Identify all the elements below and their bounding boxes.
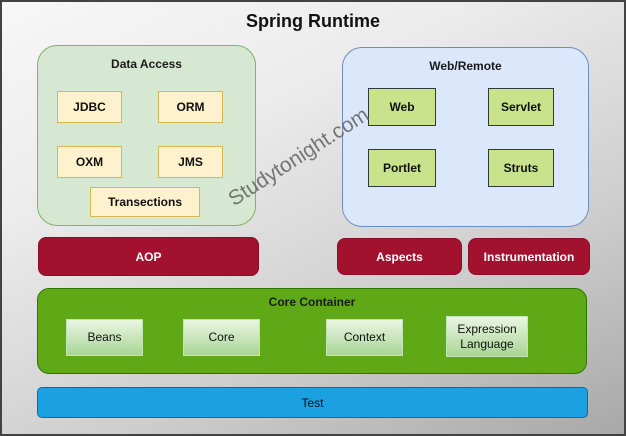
- group-web-remote: Web/Remote Web Servlet Portlet Struts: [342, 47, 589, 227]
- module-aspects: Aspects: [337, 238, 462, 275]
- module-aop: AOP: [38, 237, 259, 276]
- module-orm: ORM: [158, 91, 223, 123]
- module-context: Context: [326, 319, 403, 356]
- module-instrumentation: Instrumentation: [468, 238, 590, 275]
- module-jms: JMS: [158, 146, 223, 178]
- module-web: Web: [368, 88, 436, 126]
- diagram-title: Spring Runtime: [246, 11, 380, 31]
- group-label-core-container: Core Container: [268, 295, 356, 309]
- group-core-container: Core Container Beans Core Context Expres…: [37, 288, 587, 374]
- module-expression-language: Expression Language: [446, 316, 528, 357]
- module-core: Core: [183, 319, 260, 356]
- group-label-web-remote: Web/Remote: [429, 59, 502, 73]
- group-label-data-access: Data Access: [111, 57, 182, 71]
- group-data-access: Data Access JDBC ORM OXM JMS Transection…: [37, 45, 256, 226]
- module-test: Test: [37, 387, 588, 418]
- module-servlet: Servlet: [488, 88, 554, 126]
- module-jdbc: JDBC: [57, 91, 122, 123]
- module-beans: Beans: [66, 319, 143, 356]
- module-oxm: OXM: [57, 146, 122, 178]
- module-transections: Transections: [90, 187, 200, 217]
- module-struts: Struts: [488, 149, 554, 187]
- module-portlet: Portlet: [368, 149, 436, 187]
